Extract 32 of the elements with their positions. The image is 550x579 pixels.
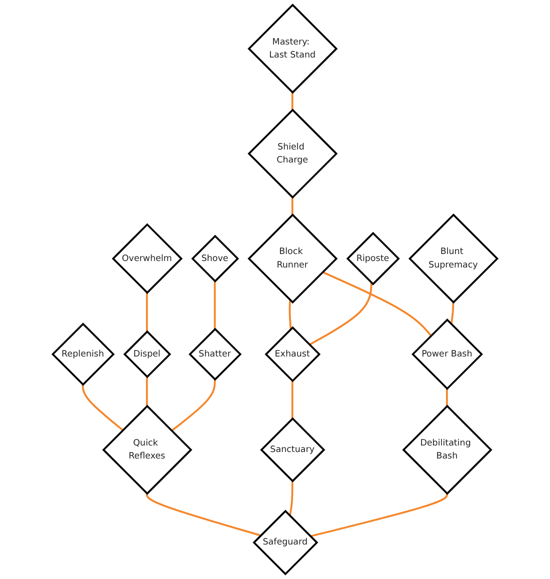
- connector: [288, 300, 292, 330]
- node-diamond: Debilitating Bash: [402, 404, 492, 495]
- connector: [146, 376, 148, 406]
- node-diamond: Power Bash: [412, 318, 483, 390]
- node-diamond: Overwhelm: [112, 223, 183, 294]
- node-diamond: Safeguard: [252, 510, 318, 576]
- node-diamond: Shove: [191, 234, 240, 282]
- node-diamond: Quick Reflexes: [102, 404, 192, 495]
- node-diamond: Blunt Supremacy: [408, 214, 499, 304]
- node-diamond: Dispel: [123, 330, 172, 378]
- connector: [171, 379, 216, 432]
- connector: [309, 282, 372, 346]
- node-diamond: Shield Charge: [248, 108, 338, 199]
- node-diamond: Shatter: [188, 328, 242, 381]
- connector: [310, 494, 448, 538]
- connector: [446, 388, 448, 406]
- connector: [214, 281, 216, 330]
- connector: [82, 384, 124, 431]
- node-diamond: Block Runner: [248, 214, 338, 304]
- connector: [291, 92, 294, 110]
- connector: [146, 494, 261, 536]
- connector: [322, 271, 432, 336]
- connector: [291, 380, 294, 419]
- connector: [291, 197, 294, 215]
- node-diamond: Mastery: Last Stand: [248, 4, 338, 94]
- node-diamond: Replenish: [51, 322, 115, 386]
- node-diamond: Exhaust: [264, 326, 321, 382]
- node-diamond: Riposte: [346, 232, 400, 286]
- node-diamond: Sanctuary: [260, 417, 326, 482]
- connector: [450, 302, 454, 324]
- connector: [289, 481, 294, 516]
- connector: [146, 292, 148, 332]
